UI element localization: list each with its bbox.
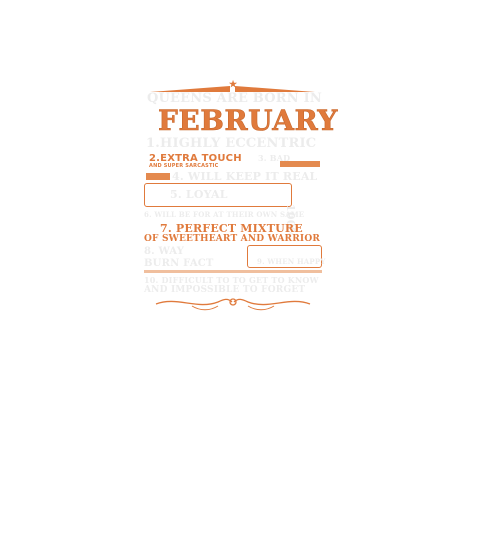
- trait-7-title: 7. PERFECT MIXTURE: [160, 222, 303, 235]
- trait-9-frame: [247, 245, 322, 268]
- trait-1: 1.HIGHLY ECCENTRIC: [146, 136, 317, 151]
- trait-5-frame: [144, 183, 292, 207]
- flourish-ornament: [155, 298, 311, 311]
- top-banner-ribbon: [150, 86, 315, 92]
- trait-2-sub: AND SUPER SARCASTIC: [149, 163, 219, 169]
- trait-10-sub: AND IMPOSSIBLE TO FORGET: [144, 285, 306, 295]
- trait-9: 9. WHEN HAPPY: [257, 257, 326, 266]
- star-icon: ★: [229, 80, 238, 90]
- trait-2-title: 2.EXTRA TOUCH: [149, 153, 242, 164]
- tshirt-design: ★ QUEENS ARE BORN IN FEBRUARY 1.HIGHLY E…: [140, 80, 338, 315]
- trait-6: 6. WILL BE FOR AT THEIR OWN SAME: [144, 210, 305, 219]
- trait-4-bar: [146, 173, 170, 180]
- trait-5: 5. LOYAL: [170, 188, 228, 201]
- divider-bar: [144, 270, 322, 273]
- trait-4: 4. WILL KEEP IT REAL: [172, 170, 318, 183]
- trait-3: 3. BAD: [258, 153, 291, 163]
- trait-8-sub: BURN FACT: [144, 258, 214, 269]
- queens-heading: QUEENS ARE BORN IN: [147, 91, 322, 106]
- month-title: FEBRUARY: [158, 104, 338, 138]
- trait-3-bar: [280, 161, 320, 167]
- trait-10: 10. DIFFICULT TO TO GET TO KNOW: [144, 275, 319, 285]
- trait-7-sub: OF SWEETHEART AND WARRIOR: [144, 234, 321, 244]
- trait-8: 8. WAY: [144, 246, 185, 257]
